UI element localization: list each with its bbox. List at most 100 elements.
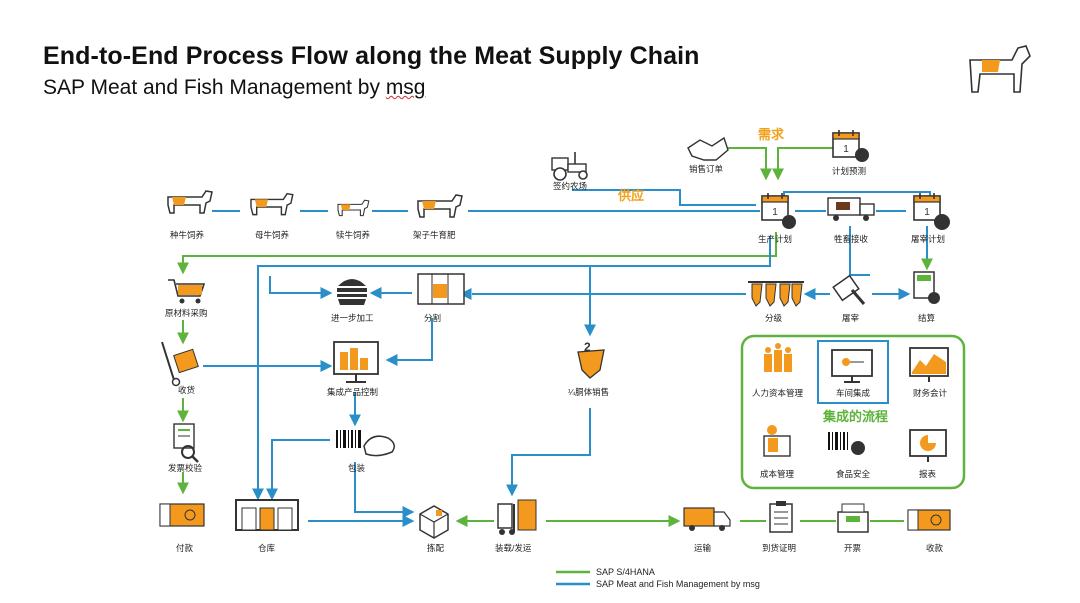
legend-blue-label: SAP Meat and Fish Management by msg bbox=[596, 579, 760, 589]
flow-quarter-loading bbox=[506, 408, 591, 497]
tractor-icon bbox=[551, 152, 588, 181]
node-fattening: 架子牛育肥 bbox=[413, 194, 463, 240]
cow-icon bbox=[250, 192, 294, 216]
node-slaughter-plan: 屠宰计划 bbox=[911, 192, 950, 244]
handshake-icon bbox=[687, 136, 729, 161]
flow-to-processing bbox=[269, 276, 333, 299]
node-sales-order: 销售订单 bbox=[687, 136, 729, 174]
burger-icon bbox=[337, 279, 367, 305]
flow-packing-warehouse bbox=[266, 439, 330, 501]
node-slaughter: 屠宰 bbox=[832, 274, 866, 323]
cost-label: 成本管理 bbox=[760, 469, 795, 479]
node-grading: 分级 bbox=[748, 281, 804, 323]
shopfloor-monitor-icon bbox=[831, 349, 873, 383]
calendar-icon bbox=[832, 129, 860, 158]
quarter-carcass-icon: 2 bbox=[577, 340, 605, 379]
node-loading: 装载/发运 bbox=[495, 499, 537, 553]
warehouse-icon bbox=[235, 499, 299, 531]
node-livestock-receipt: 牲畜接收 bbox=[827, 197, 875, 244]
procurement-label: 原材料采购 bbox=[165, 308, 208, 318]
delivery-truck-icon bbox=[683, 507, 731, 531]
subtitle-msg: msg bbox=[385, 76, 426, 99]
node-cutting: 分割 bbox=[417, 273, 465, 323]
collection-label: 收款 bbox=[926, 543, 944, 553]
subtitle-main: SAP Meat and Fish Management by bbox=[43, 76, 386, 99]
cow-logo-icon bbox=[969, 45, 1031, 93]
node-delivery-proof: 到货证明 bbox=[762, 501, 796, 553]
calendar-icon bbox=[913, 192, 941, 221]
node-packing: 包装 bbox=[336, 430, 395, 473]
transport-label: 运输 bbox=[694, 543, 712, 553]
forecast-label: 计划预测 bbox=[832, 166, 866, 176]
sales-order-label: 销售订单 bbox=[689, 164, 724, 174]
svg-text:2: 2 bbox=[584, 340, 591, 354]
slaughter-label: 屠宰 bbox=[842, 313, 860, 323]
supply-tag: 供应 bbox=[617, 188, 644, 203]
shopfloor-label: 车间集成 bbox=[836, 388, 871, 398]
cow-label: 母牛饲养 bbox=[255, 230, 290, 240]
box-icon bbox=[419, 505, 449, 539]
node-calf: 犊牛饲养 bbox=[336, 199, 371, 240]
report-pie-icon bbox=[909, 429, 947, 462]
packing-label: 包装 bbox=[348, 463, 366, 473]
page-subtitle: SAP Meat and Fish Management by msg bbox=[43, 76, 426, 100]
livestock-receipt-label: 牲畜接收 bbox=[834, 234, 869, 244]
food-safety-label: 食品安全 bbox=[836, 469, 871, 479]
cutting-label: 分割 bbox=[424, 313, 441, 323]
processing-label: 进一步加工 bbox=[331, 313, 374, 323]
forklift-icon bbox=[497, 499, 537, 535]
flow-cutting-ipc bbox=[385, 318, 433, 366]
cleaver-icon bbox=[832, 274, 866, 305]
monitor-chart-icon bbox=[333, 341, 379, 383]
hr-label: 人力资本管理 bbox=[752, 388, 804, 398]
node-billing: 开票 bbox=[837, 503, 869, 553]
integrated-title: 集成的流程 bbox=[822, 409, 888, 424]
truck-badge-icon bbox=[934, 214, 950, 230]
node-receiving: 收货 bbox=[161, 341, 199, 395]
node-procurement: 原材料采购 bbox=[165, 279, 208, 318]
finance-chart-icon bbox=[909, 347, 949, 382]
receiving-label: 收货 bbox=[178, 385, 196, 395]
node-quarter-sales: 2 ¼胴体销售 bbox=[568, 340, 609, 397]
demand-tag: 需求 bbox=[758, 127, 785, 142]
fattening-label: 架子牛育肥 bbox=[413, 230, 456, 240]
picking-label: 拣配 bbox=[427, 543, 445, 553]
warehouse-label: 仓库 bbox=[258, 543, 276, 553]
integrated-planning-label: 集成产品控制 bbox=[327, 387, 378, 397]
integrated-process-box: 集成的流程 人力资本管理 车间集成 财务会计 成本管理 bbox=[740, 334, 966, 490]
delivery-proof-label: 到货证明 bbox=[762, 543, 796, 553]
production-plan-label: 生产计划 bbox=[758, 234, 792, 244]
handtruck-icon bbox=[161, 341, 199, 387]
node-farm: 签约农场 bbox=[551, 152, 588, 191]
cost-person-icon bbox=[763, 425, 791, 457]
node-production-plan: 生产计划 bbox=[758, 192, 796, 244]
node-payment: 付款 bbox=[159, 503, 205, 553]
cart-icon bbox=[168, 279, 206, 304]
invoice-magnifier-icon bbox=[173, 423, 199, 463]
money-icon bbox=[159, 503, 205, 527]
page-title: End-to-End Process Flow along the Meat S… bbox=[43, 42, 700, 70]
node-picking: 拣配 bbox=[419, 505, 449, 553]
chart-badge-icon bbox=[855, 148, 869, 162]
hr-icon bbox=[764, 343, 792, 372]
finance-label: 财务会计 bbox=[913, 388, 948, 398]
loading-label: 装载/发运 bbox=[495, 543, 532, 553]
calf-label: 犊牛饲养 bbox=[336, 230, 371, 240]
cash-register-icon bbox=[837, 503, 869, 533]
slaughter-plan-label: 屠宰计划 bbox=[911, 234, 945, 244]
node-warehouse: 仓库 bbox=[235, 499, 299, 553]
carcass-icon bbox=[417, 273, 465, 305]
legend: SAP S/4HANA SAP Meat and Fish Management… bbox=[556, 567, 760, 589]
node-collection: 收款 bbox=[907, 509, 951, 553]
barcode-meat-icon bbox=[336, 430, 395, 457]
flow-plan-procurement bbox=[177, 232, 777, 275]
money-icon bbox=[907, 509, 951, 531]
payment-label: 付款 bbox=[176, 543, 194, 553]
flow-plan-warehouse bbox=[252, 236, 771, 501]
cattle-icon bbox=[417, 194, 463, 218]
food-safety-icon bbox=[828, 432, 865, 455]
billing-label: 开票 bbox=[844, 543, 862, 553]
gear-badge-icon bbox=[782, 215, 796, 229]
calf-icon bbox=[337, 199, 370, 217]
